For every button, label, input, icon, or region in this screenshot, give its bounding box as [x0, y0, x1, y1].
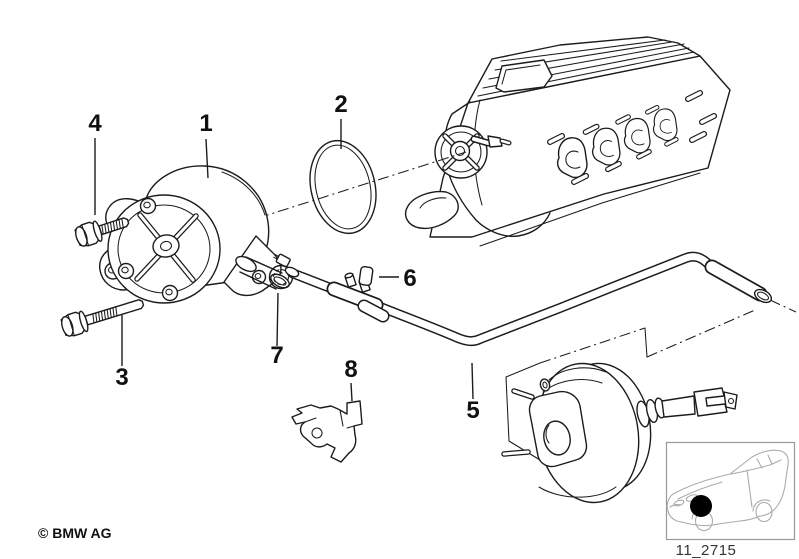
callout-4-label: 4	[88, 110, 102, 137]
callout-3: 3	[115, 315, 129, 391]
callout-4: 4	[88, 110, 102, 215]
mounting-plane-lines	[505, 299, 797, 461]
callout-5: 5	[466, 362, 480, 424]
copyright-text: © BMW AG	[38, 525, 112, 541]
vacuum-hose-drawing	[284, 251, 773, 347]
bolt-4-drawing	[74, 217, 130, 247]
callout-6-label: 6	[403, 265, 416, 292]
vacuum-pump-drawing	[99, 165, 290, 304]
callout-7-label: 7	[270, 342, 283, 369]
brake-booster-drawing	[501, 362, 738, 504]
alignment-dashline	[257, 151, 467, 219]
callout-1-label: 1	[199, 110, 212, 137]
bolt-3-drawing	[60, 299, 145, 337]
callout-6: 6	[379, 265, 417, 292]
bracket-drawing	[291, 400, 363, 463]
callout-7: 7	[270, 292, 284, 369]
engine-drawing	[404, 36, 731, 247]
o-ring-drawing	[309, 139, 377, 235]
callout-1: 1	[199, 110, 213, 179]
car-location-box: 11_2715	[665, 441, 796, 559]
callouts: 1 2 3 4 5 6 7 8	[88, 91, 479, 424]
cap-drawing	[358, 266, 374, 286]
callout-2-label: 2	[334, 91, 347, 118]
location-dot	[690, 495, 712, 517]
callout-5-label: 5	[466, 397, 479, 424]
callout-3-label: 3	[115, 364, 128, 391]
callout-8: 8	[344, 356, 358, 402]
diagram-code: 11_2715	[676, 542, 737, 559]
callout-8-label: 8	[344, 356, 357, 383]
callout-2: 2	[334, 91, 348, 149]
